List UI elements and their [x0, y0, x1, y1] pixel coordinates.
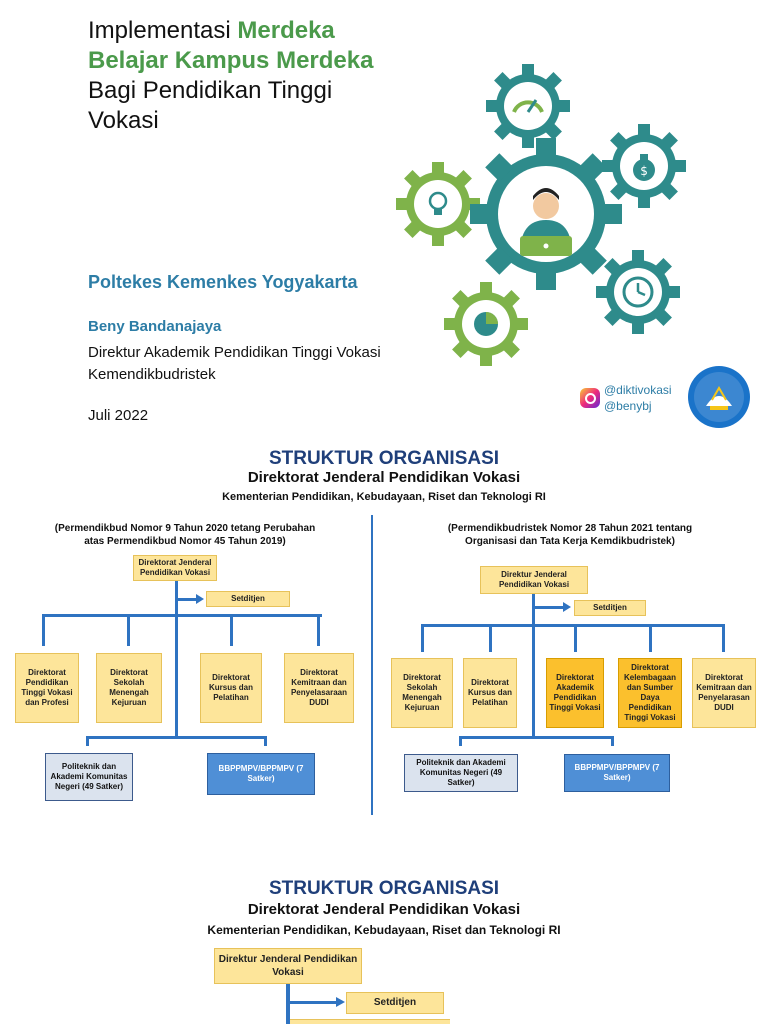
left-setditjen-arrow-icon	[196, 594, 204, 604]
slide2-ministry: Kementerian Pendidikan, Kebudayaan, Rise…	[222, 491, 546, 503]
lightbulb-gear-icon	[396, 162, 480, 246]
left-trunk	[175, 581, 178, 738]
left-drop-1	[42, 614, 45, 646]
left-drop-2	[127, 614, 130, 646]
right-unit-bbppmpv: BBPPMPV/BPPMPV (7 Satker)	[564, 754, 670, 792]
right-setditjen-line	[532, 606, 564, 609]
title-green-1: Merdeka	[237, 17, 335, 44]
right-directorate-2: Direktorat Kursus dan Pelatihan	[463, 658, 517, 728]
left-unit-drop-1	[86, 736, 89, 746]
instagram-icon	[580, 388, 600, 408]
left-drop-3	[230, 614, 233, 646]
title-line4: Vokasi	[88, 107, 159, 134]
slide3-setditjen-box: Setditjen	[346, 992, 444, 1014]
slide3-top-box: Direktur Jenderal Pendidikan Vokasi	[214, 948, 362, 984]
left-drop-4	[317, 614, 320, 646]
slide3-subheading: Direktorat Jenderal Pendidikan Vokasi	[247, 901, 521, 918]
right-branch	[421, 624, 725, 627]
left-directorate-3: Direktorat Kursus dan Pelatihan	[200, 653, 262, 723]
slide3-ministry: Kementerian Pendidikan, Kebudayaan, Rise…	[207, 923, 561, 937]
right-top-box: Direktur Jenderal Pendidikan Vokasi	[480, 566, 588, 594]
slide2-subheading: Direktorat Jenderal Pendidikan Vokasi	[247, 469, 521, 486]
social-handle-2[interactable]: @benybj	[604, 399, 652, 413]
right-directorate-1: Direktorat Sekolah Menengah Kejuruan	[391, 658, 453, 728]
social-handle-1[interactable]: @diktivokasi	[604, 383, 672, 397]
right-drop-3	[574, 624, 577, 652]
tut-wuri-handayani-logo	[688, 366, 750, 428]
right-setditjen-arrow-icon	[563, 602, 571, 612]
left-directorate-4: Direktorat Kemitraan dan Penyelasaraan D…	[284, 653, 354, 723]
right-setditjen-box: Setditjen	[574, 600, 646, 616]
left-unit-polytechnic: Politeknik dan Akademi Komunitas Negeri …	[45, 753, 133, 801]
left-setditjen-line	[175, 598, 197, 601]
left-unit-branch	[86, 736, 266, 739]
right-unit-branch	[459, 736, 613, 739]
slide-org-structure-comparison: STRUKTUR ORGANISASI Direktorat Jenderal …	[0, 440, 768, 848]
right-drop-4	[649, 624, 652, 652]
slide-title: Implementasi Merdeka Belajar Kampus Merd…	[0, 0, 768, 440]
right-drop-2	[489, 624, 492, 652]
left-unit-bbppmpv: BBPPMPV/BPPMPV (7 Satker)	[207, 753, 315, 795]
pie-chart-gear-icon	[444, 282, 528, 366]
person-gear-icon	[470, 138, 622, 290]
left-branch	[42, 614, 322, 617]
left-directorate-2: Direktorat Sekolah Menengah Kejuruan	[96, 653, 162, 723]
presentation-date: Juli 2022	[88, 407, 149, 424]
left-top-box: Direktorat Jenderal Pendidikan Vokasi	[133, 555, 217, 581]
institution-name: Poltekes Kemenkes Yogyakarta	[88, 272, 358, 292]
author-role-1: Direktur Akademik Pendidikan Tinggi Voka…	[88, 344, 381, 361]
right-directorate-4: Direktorat Kelembagaan dan Sumber Daya P…	[618, 658, 682, 728]
slide3-trunk	[286, 984, 290, 1024]
right-drop-5	[722, 624, 725, 652]
title-green-2: Belajar Kampus Merdeka	[88, 47, 374, 74]
right-unit-drop-1	[459, 736, 462, 746]
right-directorate-3: Direktorat Akademik Pendidikan Tinggi Vo…	[546, 658, 604, 728]
slide2-heading: STRUKTUR ORGANISASI	[268, 448, 500, 469]
left-setditjen-box: Setditjen	[206, 591, 290, 607]
title-plain: Implementasi	[88, 17, 238, 44]
gauge-gear-icon	[486, 64, 570, 148]
left-unit-drop-2	[264, 736, 267, 746]
author-name: Beny Bandanajaya	[88, 318, 222, 335]
right-drop-1	[421, 624, 424, 652]
right-directorate-5: Direktorat Kemitraan dan Penyelarasan DU…	[692, 658, 756, 728]
right-unit-polytechnic: Politeknik dan Akademi Komunitas Negeri …	[404, 754, 518, 792]
title-line3: Bagi Pendidikan Tinggi	[88, 77, 333, 104]
slide3-next-box-edge	[290, 1019, 450, 1024]
center-divider	[371, 515, 373, 815]
right-unit-drop-2	[611, 736, 614, 746]
right-trunk	[532, 594, 535, 738]
money-bag-gear-icon: $	[602, 124, 686, 208]
gears-illustration: $	[396, 64, 686, 366]
right-regulation-note: (Permendikbudristek Nomor 28 Tahun 2021 …	[447, 523, 693, 547]
slide3-heading: STRUKTUR ORGANISASI	[268, 878, 500, 899]
clock-gear-icon	[596, 250, 680, 334]
left-directorate-1: Direktorat Pendidikan Tinggi Vokasi dan …	[15, 653, 79, 723]
slide-org-structure: STRUKTUR ORGANISASI Direktorat Jenderal …	[0, 868, 768, 1024]
slide3-setditjen-line	[286, 1001, 338, 1004]
left-regulation-note: (Permendikbud Nomor 9 Tahun 2020 tetang …	[54, 523, 316, 547]
slide3-setditjen-arrow-icon	[336, 997, 345, 1007]
svg-text:$: $	[640, 164, 648, 178]
author-role-2: Kemendikbudristek	[88, 366, 216, 383]
slide-title-heading: Implementasi Merdeka Belajar Kampus Merd…	[88, 16, 408, 136]
